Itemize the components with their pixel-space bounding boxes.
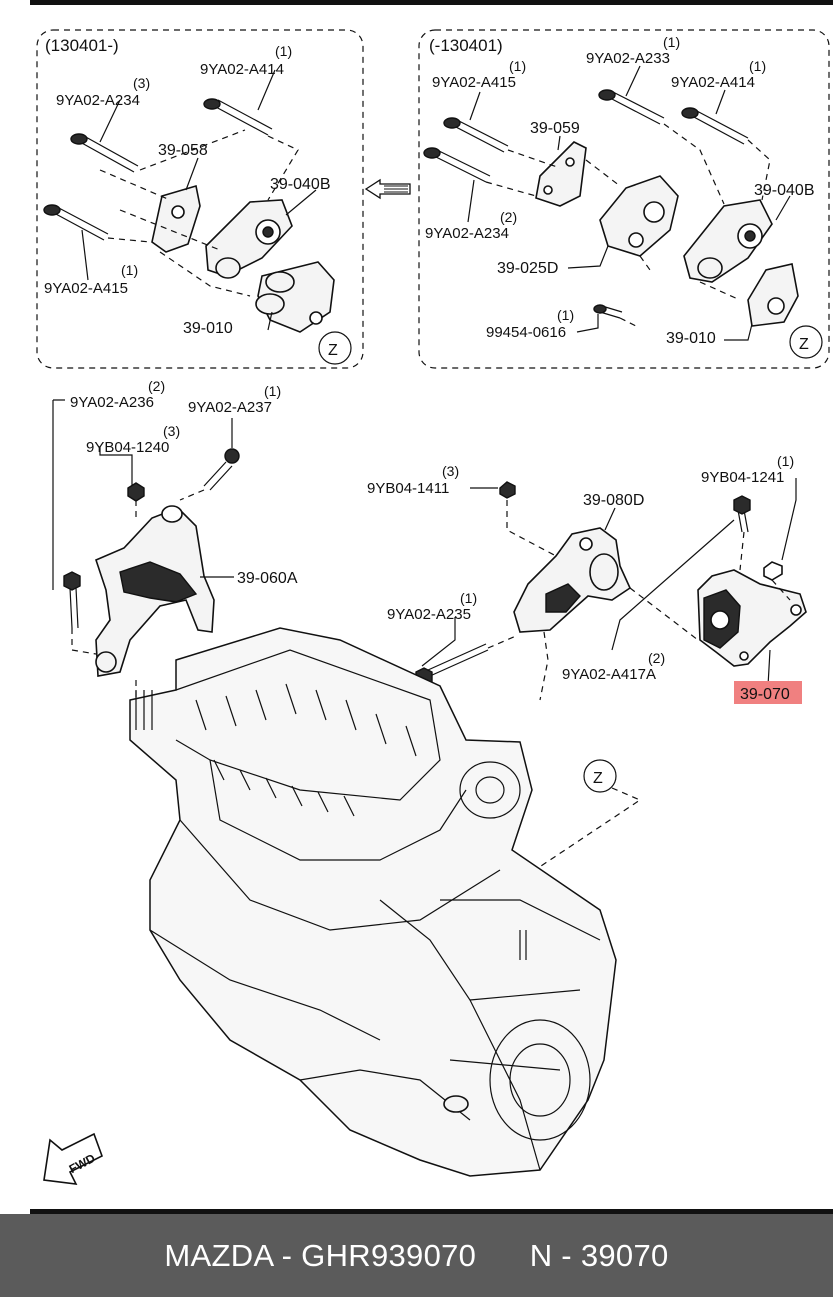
label-9ya02-a415-right: 9YA02-A415 <box>432 74 516 91</box>
highlight-39-070-bg <box>734 681 802 704</box>
arrow-icon <box>364 178 411 200</box>
label-9ya02-a234-right: 9YA02-A234 <box>425 225 509 242</box>
bolt-9ya02-a415-left <box>43 204 109 241</box>
bracket-39-059 <box>535 141 587 207</box>
footer-brand: MAZDA <box>164 1238 273 1273</box>
nut-9yb04-1240 <box>127 482 145 502</box>
label-39-010: 39-010 <box>183 320 233 337</box>
nut-9ya02-a417a <box>763 561 783 581</box>
label-9ya02-a417a: 9YA02-A417A <box>562 666 656 683</box>
mount-39-040b-left <box>205 199 293 279</box>
mount-39-060a <box>95 505 215 677</box>
svg-text:(3): (3) <box>163 423 180 439</box>
bracket-39-058 <box>151 184 201 253</box>
svg-text:(1): (1) <box>264 383 281 399</box>
label-9ya02-a414: 9YA02-A414 <box>200 61 284 78</box>
bolt-9ya02-a414-left <box>203 98 273 136</box>
engine-transaxle-assembly <box>129 627 617 1177</box>
view-z-marker-right: Z <box>799 336 809 353</box>
svg-text:(1): (1) <box>663 34 680 50</box>
label-39-040b: 39-040B <box>270 176 331 193</box>
svg-text:(1): (1) <box>557 307 574 323</box>
svg-text:(3): (3) <box>442 463 459 479</box>
bolt-9ya02-a414-right <box>681 107 749 145</box>
footer-bar: MAZDA - GHR939070 N - 39070 <box>0 1214 833 1297</box>
footer-n-number: 39070 <box>580 1238 669 1273</box>
bracket-39-025d <box>599 175 679 257</box>
bolt-9ya02-a234-left <box>70 133 139 173</box>
bottom-border <box>30 1209 833 1214</box>
svg-text:(1): (1) <box>509 58 526 74</box>
svg-text:(2): (2) <box>500 209 517 225</box>
label-39-025d: 39-025D <box>497 260 558 277</box>
bolt-99454-0616 <box>593 304 623 319</box>
label-9yb04-1241: 9YB04-1241 <box>701 469 784 486</box>
bolt-9ya02-a234-right <box>423 147 491 183</box>
label-9ya02-a236: 9YA02-A236 <box>70 394 154 411</box>
inset-right: (-130401) <box>418 29 830 369</box>
mount-39-070 <box>697 569 807 667</box>
nut-9yb04-1411 <box>499 481 516 499</box>
bolt-9ya02-a415-right <box>443 117 509 153</box>
label-39-059: 39-059 <box>530 120 580 137</box>
label-39-060a: 39-060A <box>237 570 298 587</box>
label-9yb04-1240: 9YB04-1240 <box>86 439 169 456</box>
mount-39-040b-right <box>683 199 773 283</box>
mount-39-010-left <box>255 261 335 333</box>
label-9yb04-1411: 9YB04-1411 <box>367 480 449 497</box>
svg-text:(3): (3) <box>133 75 150 91</box>
top-border <box>30 0 833 5</box>
mount-39-080d <box>513 527 632 633</box>
svg-text:(1): (1) <box>121 262 138 278</box>
inset-left: (130401-) ( <box>36 29 364 369</box>
svg-text:(2): (2) <box>648 650 665 666</box>
svg-text:(1): (1) <box>275 43 292 59</box>
inset-right-title: (-130401) <box>429 36 503 55</box>
footer-part-number: GHR939070 <box>301 1238 477 1273</box>
label-39-040b-right: 39-040B <box>754 182 815 199</box>
svg-text:(2): (2) <box>148 378 165 394</box>
label-9ya02-a235: 9YA02-A235 <box>387 606 471 623</box>
label-9ya02-a234: 9YA02-A234 <box>56 92 140 109</box>
label-9ya02-a415: 9YA02-A415 <box>44 280 128 297</box>
label-9ya02-a237: 9YA02-A237 <box>188 399 272 416</box>
bolt-9ya02-a233 <box>598 89 665 125</box>
label-39-080d: 39-080D <box>583 492 644 509</box>
svg-text:(1): (1) <box>749 58 766 74</box>
label-99454-0616: 99454-0616 <box>486 324 566 341</box>
svg-text:(1): (1) <box>777 453 794 469</box>
view-z-marker-main: Z <box>593 770 603 787</box>
bolt-9ya02-a237 <box>203 448 240 491</box>
bolt-9ya02-a236 <box>63 571 81 629</box>
label-9ya02-a233: 9YA02-A233 <box>586 50 670 67</box>
bolt-9yb04-1241 <box>733 495 751 533</box>
footer-caption: MAZDA - GHR939070 N - 39070 <box>164 1238 669 1273</box>
label-39-058: 39-058 <box>158 142 208 159</box>
inset-left-title: (130401-) <box>45 36 119 55</box>
mount-39-010-right <box>747 263 799 327</box>
fwd-arrow-icon: FWD <box>43 1132 103 1185</box>
label-9ya02-a414-right: 9YA02-A414 <box>671 74 755 91</box>
label-39-070: 39-070 <box>740 686 790 703</box>
label-39-010-right: 39-010 <box>666 330 716 347</box>
svg-text:(1): (1) <box>460 590 477 606</box>
view-z-marker-left: Z <box>328 342 338 359</box>
